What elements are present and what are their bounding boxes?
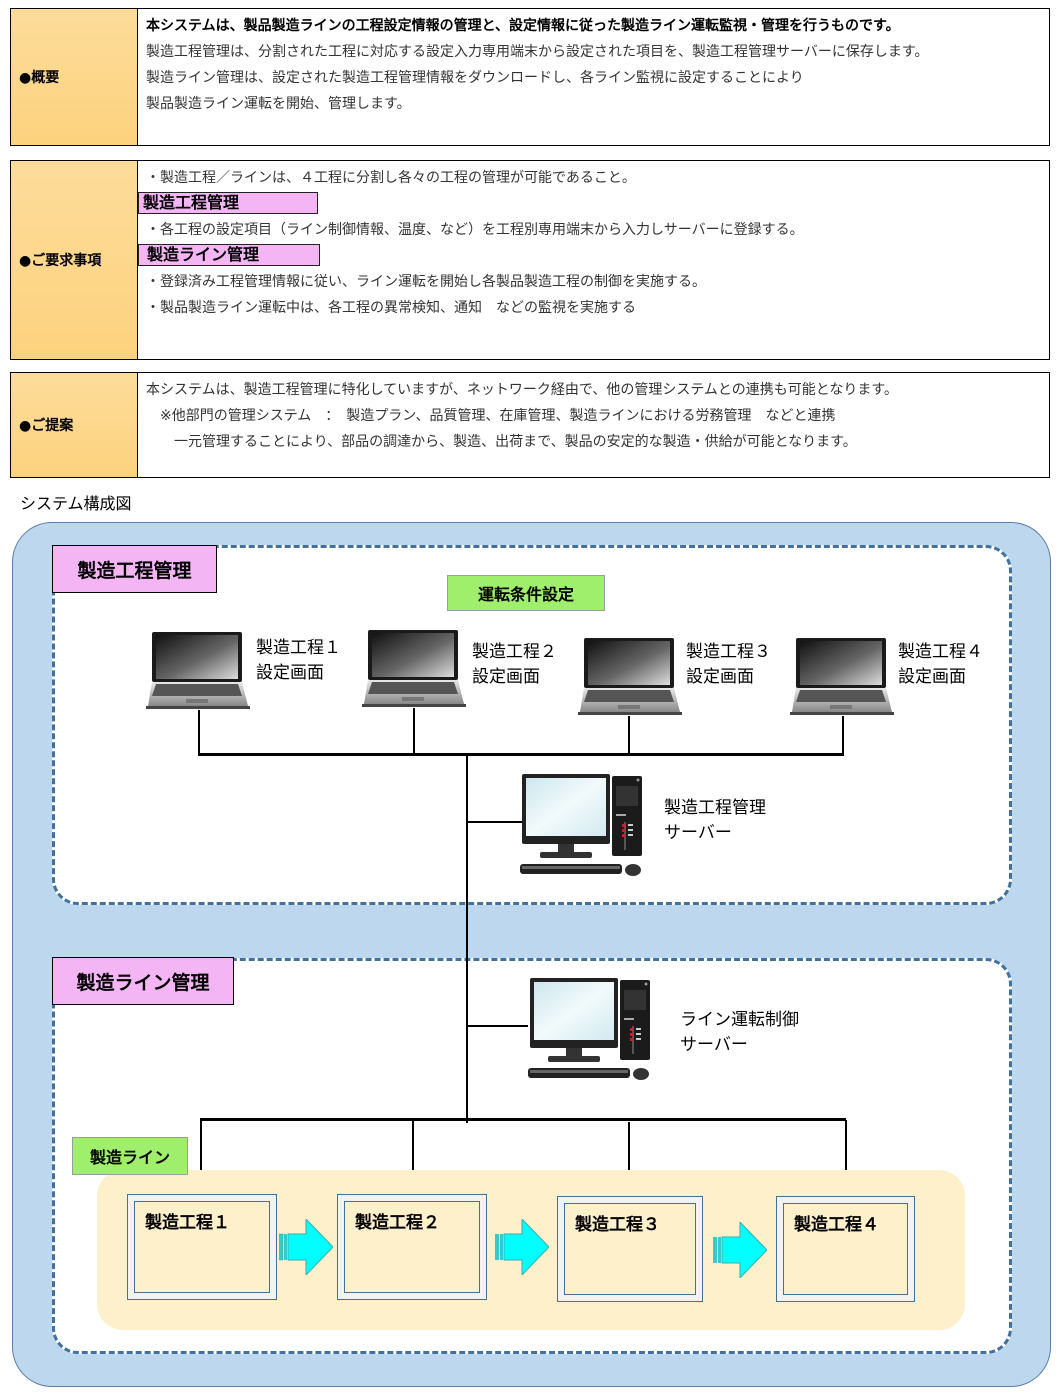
network-wire (413, 708, 415, 754)
network-bus (200, 1118, 846, 1121)
laptop-icon (790, 638, 894, 715)
process-box: 製造工程２ (337, 1194, 487, 1300)
overview-section: ●概要 本システムは、製品製造ラインの工程設定情報の管理と、設定情報に従った製造… (10, 8, 1050, 146)
network-wire (412, 1120, 414, 1194)
network-wire (628, 1122, 630, 1196)
requirements-heading-line-mgmt: 製造ライン管理 (138, 244, 320, 266)
requirements-item: ・各工程の設定項目（ライン制御情報、温度、など）を工程別専用端末から入力しサーバ… (146, 222, 804, 238)
process-box: 製造工程４ (776, 1196, 915, 1302)
server-computer-icon (528, 978, 650, 1080)
laptop-icon (146, 632, 250, 709)
proposal-line: 一元管理することにより、部品の調達から、製造、出荷まで、製品の安定的な製造・供給… (146, 434, 857, 450)
flow-arrow-icon (713, 1222, 767, 1278)
diagram-title: システム構成図 (20, 494, 132, 513)
network-wire (200, 1118, 202, 1194)
overview-line: 製品製造ライン運転を開始、管理します。 (146, 96, 411, 112)
requirements-item: ・製品製造ライン運転中は、各工程の異常検知、通知 などの監視を実施する (146, 300, 636, 316)
flow-arrow-icon (279, 1219, 333, 1275)
laptop-icon (578, 638, 682, 715)
network-wire (466, 821, 522, 823)
server-computer-icon (520, 774, 642, 876)
requirements-body: ・製造工程／ラインは、４工程に分割し各々の工程の管理が可能であること。 製造工程… (138, 161, 1049, 359)
line-server-label: ライン運転制御サーバー (680, 1010, 799, 1055)
network-wire (628, 716, 630, 754)
requirements-section: ●ご要求事項 ・製造工程／ラインは、４工程に分割し各々の工程の管理が可能であるこ… (10, 160, 1050, 360)
requirements-heading-process-mgmt: 製造工程管理 (138, 192, 318, 214)
laptop-icon (362, 630, 466, 707)
condition-setting-label: 運転条件設定 (447, 575, 605, 611)
proposal-line: ※他部門の管理システム ： 製造プラン、品質管理、在庫管理、製造ラインにおける労… (146, 408, 836, 424)
overview-line: 製造工程管理は、分割された工程に対応する設定入力専用端末から設定された項目を、製… (146, 44, 929, 60)
process-box: 製造工程３ (557, 1196, 703, 1302)
proposal-section: ●ご提案 本システムは、製造工程管理に特化していますが、ネットワーク経由で、他の… (10, 372, 1050, 478)
proposal-line: 本システムは、製造工程管理に特化していますが、ネットワーク経由で、他の管理システ… (146, 382, 898, 398)
flow-arrow-icon (495, 1219, 549, 1275)
network-wire (845, 1120, 847, 1192)
process-mgmt-label: 製造工程管理 (52, 545, 217, 593)
network-wire (842, 716, 844, 754)
network-wire (466, 1025, 528, 1027)
overview-body: 本システムは、製品製造ラインの工程設定情報の管理と、設定情報に従った製造ライン運… (138, 9, 1049, 145)
process-server-label: 製造工程管理サーバー (664, 798, 766, 843)
proposal-label: ●ご提案 (11, 373, 138, 477)
requirements-intro: ・製造工程／ラインは、４工程に分割し各々の工程の管理が可能であること。 (146, 170, 636, 186)
network-bus (198, 753, 844, 756)
overview-label: ●概要 (11, 9, 138, 145)
requirements-item: ・登録済み工程管理情報に従い、ライン運転を開始し各製品製造工程の制御を実施する。 (146, 274, 706, 290)
network-trunk (466, 753, 468, 1123)
production-line-label: 製造ライン (72, 1137, 188, 1175)
network-wire (198, 710, 200, 754)
line-mgmt-label: 製造ライン管理 (52, 957, 234, 1005)
proposal-body: 本システムは、製造工程管理に特化していますが、ネットワーク経由で、他の管理システ… (138, 373, 1049, 477)
overview-line: 本システムは、製品製造ラインの工程設定情報の管理と、設定情報に従った製造ライン運… (146, 18, 900, 34)
requirements-label: ●ご要求事項 (11, 161, 138, 359)
overview-line: 製造ライン管理は、設定された製造工程管理情報をダウンロードし、各ライン監視に設定… (146, 70, 804, 86)
process-box: 製造工程１ (127, 1194, 277, 1300)
